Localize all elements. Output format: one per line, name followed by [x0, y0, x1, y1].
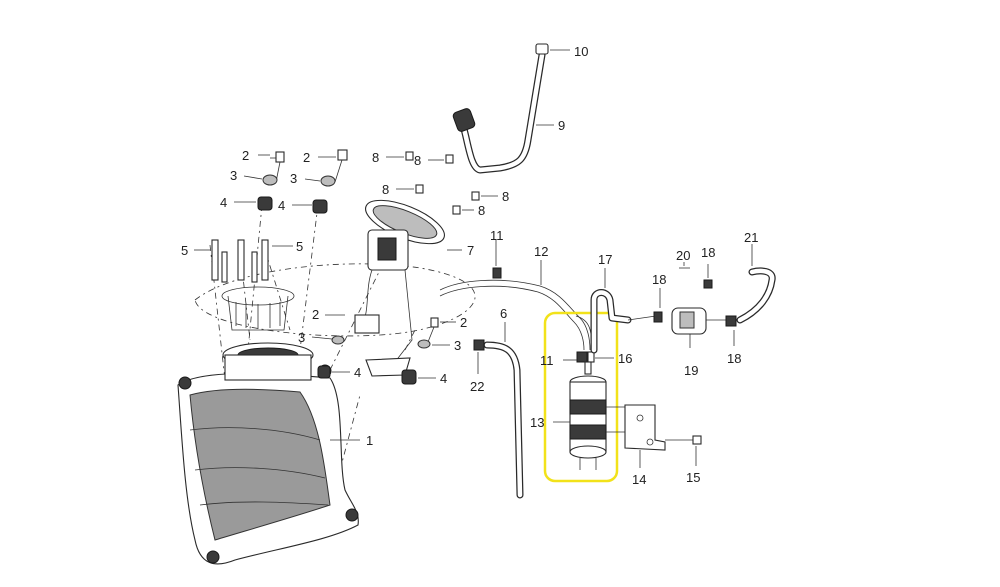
callout-3d: 3	[454, 338, 461, 353]
callout-4b: 4	[278, 198, 285, 213]
callout-15: 15	[686, 470, 700, 485]
fuel-tank	[177, 342, 359, 565]
callout-20: 20	[676, 248, 690, 263]
callout-2b: 2	[303, 150, 310, 165]
callout-7: 7	[467, 243, 474, 258]
fuel-pump-assembly	[354, 199, 445, 377]
callout-17: 17	[598, 252, 612, 267]
bolt-stack-lower	[317, 317, 439, 385]
callout-8a: 8	[372, 150, 379, 165]
purge-valve-assembly	[627, 267, 776, 348]
callout-12: 12	[534, 244, 548, 259]
callout-3a: 3	[230, 168, 237, 183]
bracket-bolt	[665, 435, 702, 445]
vent-hose-12	[439, 267, 591, 351]
callout-18b: 18	[701, 245, 715, 260]
drain-hose-6	[473, 339, 524, 499]
callout-8d: 8	[502, 189, 509, 204]
callout-8b: 8	[414, 153, 421, 168]
callout-1: 1	[366, 433, 373, 448]
bolt-stack-right	[312, 149, 348, 214]
callout-13: 13	[530, 415, 544, 430]
callout-11b: 11	[540, 353, 554, 368]
callout-3b: 3	[290, 171, 297, 186]
callout-5b: 5	[296, 239, 303, 254]
callout-4c: 4	[354, 365, 361, 380]
bolt-stack-left	[211, 151, 285, 283]
pump-screws	[405, 151, 480, 215]
callout-18a: 18	[652, 272, 666, 287]
callout-14: 14	[632, 472, 646, 487]
highlight-box	[543, 311, 619, 483]
callout-2c: 2	[460, 315, 467, 330]
canister-bracket	[624, 404, 666, 451]
callout-6: 6	[500, 306, 507, 321]
callout-8c: 8	[382, 182, 389, 197]
callout-8e: 8	[478, 203, 485, 218]
callout-18c: 18	[727, 351, 741, 366]
callout-2d: 2	[312, 307, 319, 322]
callout-3c: 3	[298, 330, 305, 345]
fuel-hose-9	[452, 43, 549, 174]
callout-11a: 11	[490, 228, 504, 243]
callout-22: 22	[470, 379, 484, 394]
callout-9: 9	[558, 118, 565, 133]
callout-5a: 5	[181, 243, 188, 258]
callout-4a: 4	[220, 195, 227, 210]
pump-mount-ring	[221, 286, 295, 331]
evap-canister	[569, 315, 625, 470]
purge-hose-17	[590, 289, 632, 354]
callout-21: 21	[744, 230, 758, 245]
callout-10: 10	[574, 44, 588, 59]
callout-2a: 2	[242, 148, 249, 163]
callout-16: 16	[618, 351, 632, 366]
callout-4d: 4	[440, 371, 447, 386]
callout-19: 19	[684, 363, 698, 378]
